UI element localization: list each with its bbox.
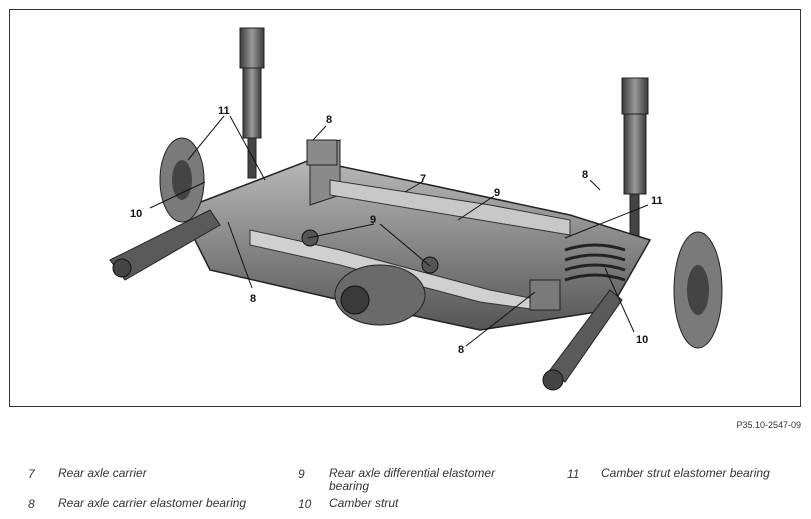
- legend-number: 7: [28, 467, 35, 481]
- left-shock-absorber: [239, 27, 265, 179]
- rear-axle-drawing: 11 8 7 9 8 11 10 9 8 8 10: [109, 27, 723, 391]
- axle-illustration: 11 8 7 9 8 11 10 9 8 8 10: [9, 9, 801, 407]
- differential: [334, 264, 426, 326]
- right-wheel-hub: [542, 231, 723, 391]
- callout-labels: 11 8 7 9 8 11 10 9 8 8 10: [130, 105, 663, 356]
- legend-number: 11: [567, 467, 580, 481]
- right-shock-absorber: [621, 77, 649, 245]
- callout-9-right: 9: [494, 187, 500, 199]
- callout-leader-lines: [149, 115, 649, 347]
- callout-11-right: 11: [651, 195, 663, 207]
- callout-8-top: 8: [326, 114, 332, 126]
- callout-7: 7: [420, 173, 426, 185]
- figure-code: P35.10-2547-09: [736, 420, 801, 430]
- callout-10-right: 10: [636, 334, 648, 346]
- legend-text: Camber strut: [329, 496, 399, 510]
- legend-text: Rear axle carrier: [58, 466, 147, 480]
- callout-11-left: 11: [218, 105, 230, 117]
- left-wheel-hub: [109, 137, 221, 281]
- legend-text: Rear axle carrier elastomer bearing: [58, 496, 247, 510]
- legend-number: 10: [298, 497, 312, 511]
- right-coil-spring: [564, 243, 626, 282]
- callout-8-right: 8: [582, 169, 588, 181]
- callout-8-bottom: 8: [458, 344, 464, 356]
- legend-text: Rear axle differential elastomer bearing: [329, 466, 496, 493]
- legend-number: 8: [28, 497, 35, 511]
- legend-number: 9: [298, 467, 305, 481]
- callout-10-left: 10: [130, 208, 142, 220]
- elastomer-bearings: [301, 139, 561, 311]
- legend-text: Camber strut elastomer bearing: [601, 466, 770, 480]
- callout-9-center: 9: [370, 214, 376, 226]
- callout-8-bottom-left: 8: [250, 293, 256, 305]
